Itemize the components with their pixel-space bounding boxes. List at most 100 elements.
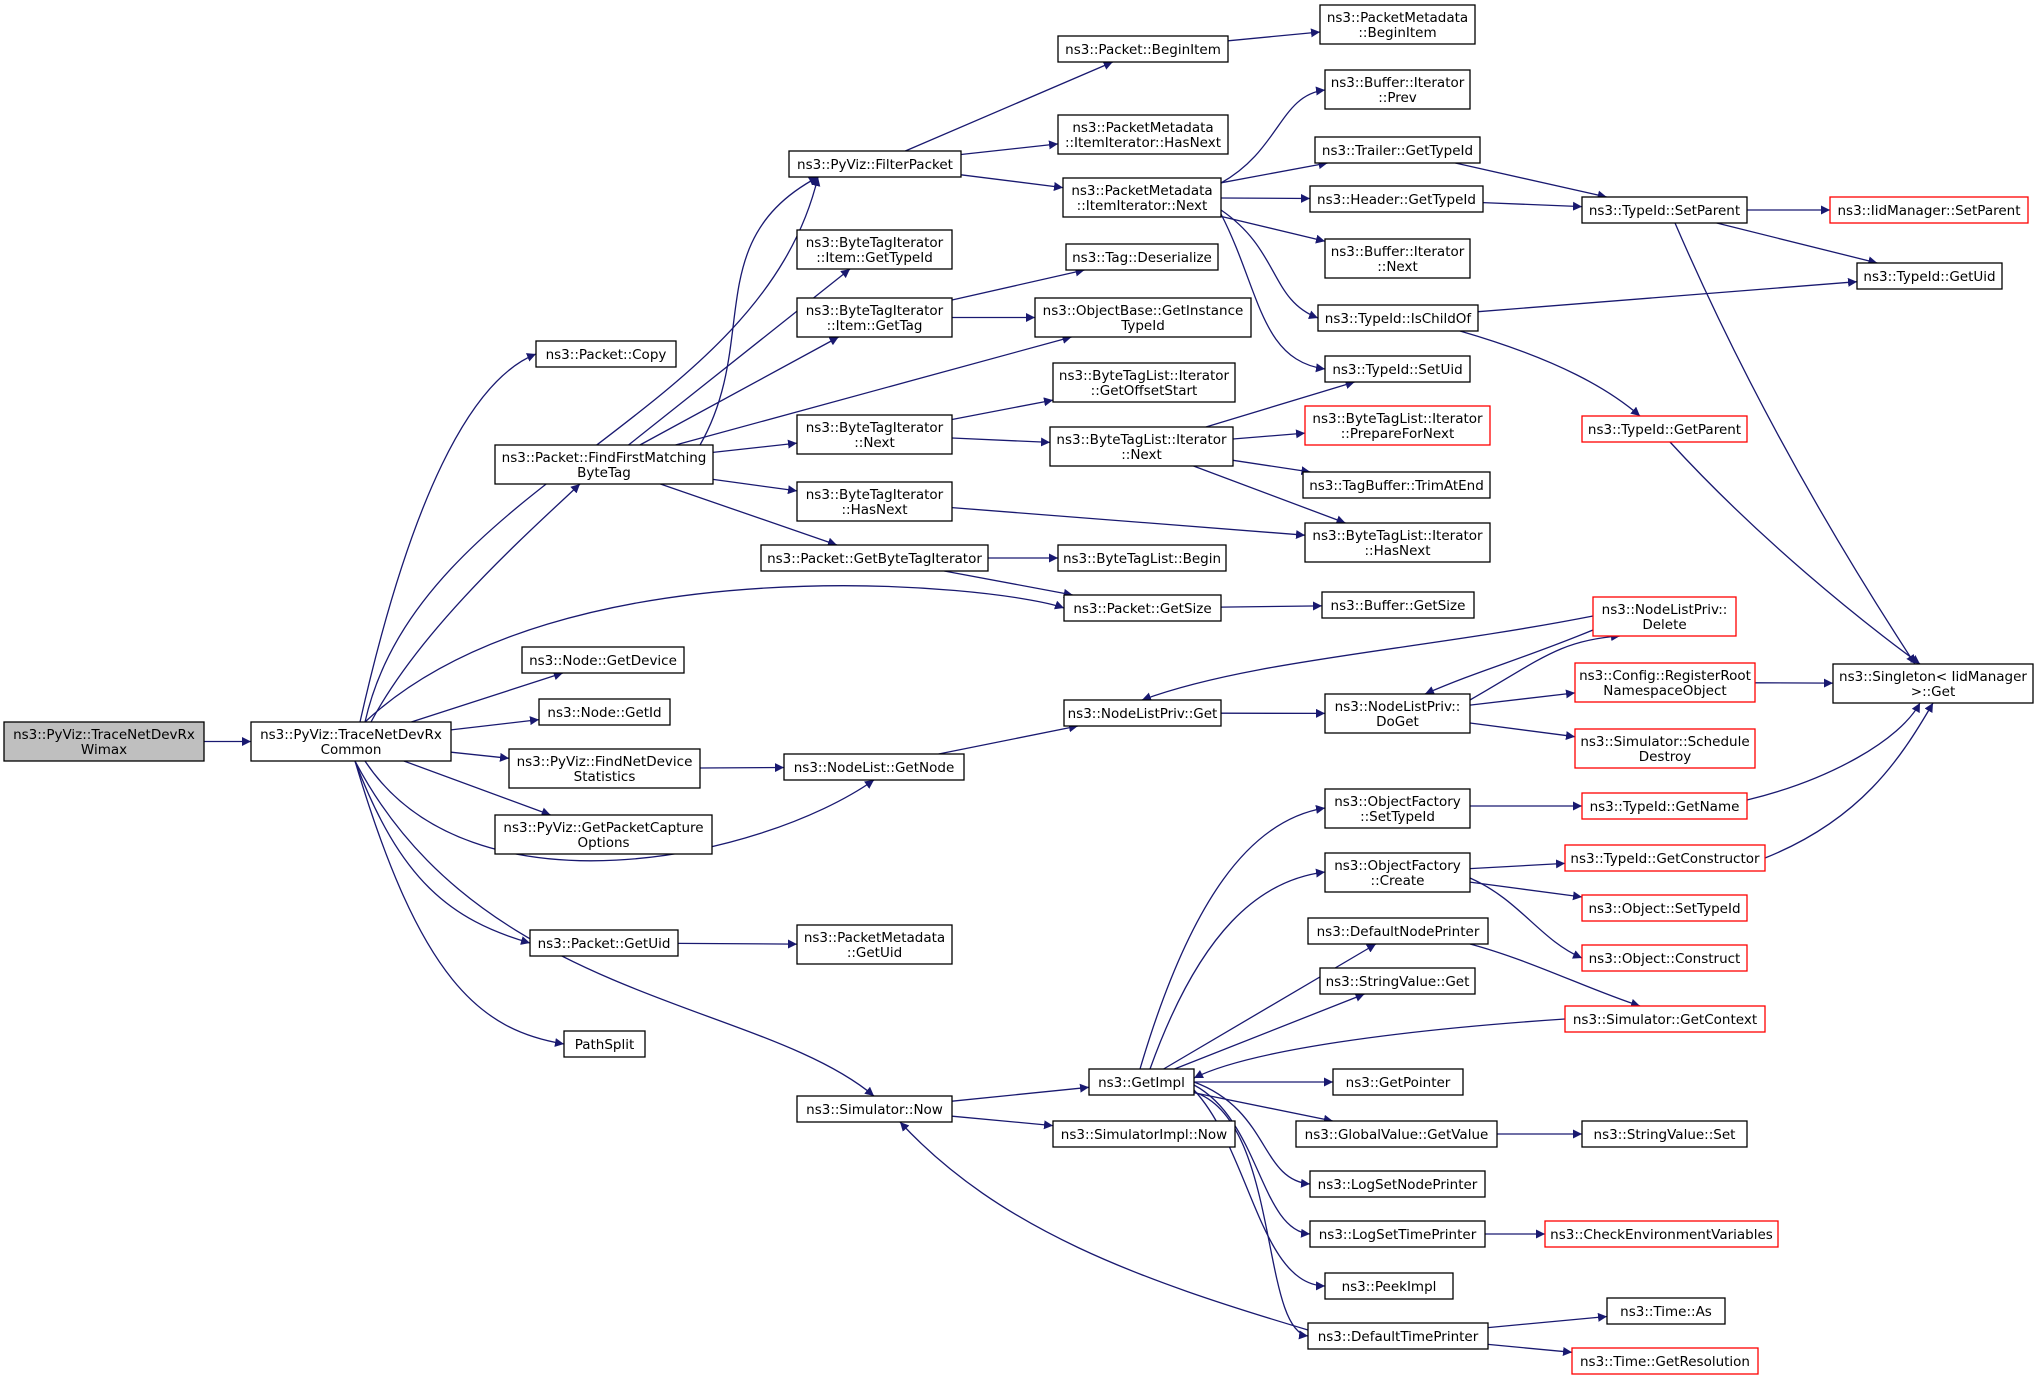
node-box [1304,405,1491,446]
graph-node-btinext[interactable]: ns3::ByteTagIterator::Next [796,414,953,455]
edge-getimpl-to-gvgetvalue [1193,1092,1333,1124]
graph-node-pathsplit[interactable]: PathSplit [563,1030,646,1058]
node-label: ns3::ObjectBase::GetInstance [1043,303,1244,319]
node-label: ns3::ObjectFactory [1334,794,1461,810]
graph-node-logsettime[interactable]: ns3::LogSetTimePrinter [1309,1220,1486,1248]
graph-node-ofsettype[interactable]: ns3::ObjectFactory::SetTypeId [1324,788,1471,829]
graph-node-getparent[interactable]: ns3::TypeId::GetParent [1581,415,1748,443]
graph-node-deftimeprinter[interactable]: ns3::DefaultTimePrinter [1307,1322,1489,1350]
graph-node-getnode[interactable]: ns3::NodeList::GetNode [783,753,965,781]
graph-node-getid[interactable]: ns3::Node::GetId [538,698,671,726]
graph-node-strvalget[interactable]: ns3::StringValue::Get [1319,967,1476,995]
graph-node-tidgetctor[interactable]: ns3::TypeId::GetConstructor [1564,844,1766,872]
node-box [1324,355,1471,383]
node-label: Statistics [574,769,636,785]
graph-node-btigettag[interactable]: ns3::ByteTagIterator::Item::GetTag [796,297,953,338]
node-label: ns3::Object::Construct [1589,951,1741,967]
graph-node-btlbegin[interactable]: ns3::ByteTagList::Begin [1057,544,1227,572]
graph-node-iidsetparent[interactable]: ns3::IidManager::SetParent [1829,196,2029,224]
node-label: ns3::TypeId::IsChildOf [1325,311,1473,327]
graph-node-btlgetoff[interactable]: ns3::ByteTagList::Iterator::GetOffsetSta… [1052,362,1236,403]
graph-node-pmgetuid[interactable]: ns3::PacketMetadata::GetUid [796,924,953,965]
edge-ffm-to-objbase [675,335,1072,446]
edge-setparent-to-getuid [1716,222,1878,266]
graph-node-begitem[interactable]: ns3::Packet::BeginItem [1057,35,1229,63]
edge-common-to-copy [359,353,537,723]
node-box [535,340,677,368]
graph-node-tidgetname[interactable]: ns3::TypeId::GetName [1581,792,1748,820]
graph-node-tagdeser[interactable]: ns3::Tag::Deserialize [1065,243,1219,271]
graph-node-singleton[interactable]: ns3::Singleton< IidManager>::Get [1832,663,2034,704]
graph-node-nlpdelete[interactable]: ns3::NodeListPriv::Delete [1592,596,1737,637]
graph-node-btigettypeid[interactable]: ns3::ByteTagIterator::Item::GetTypeId [796,229,953,270]
node-label: ns3::Simulator::Now [806,1102,943,1118]
node-box [1606,1297,1726,1325]
graph-node-objsettype[interactable]: ns3::Object::SetTypeId [1581,894,1748,922]
edge-tidgetname-to-singleton [1746,702,1921,801]
graph-node-btihasnext[interactable]: ns3::ByteTagIterator::HasNext [796,481,953,522]
graph-node-pgetuid[interactable]: ns3::Packet::GetUid [529,929,679,957]
graph-node-getuid[interactable]: ns3::TypeId::GetUid [1856,262,2003,290]
graph-node-bufnext[interactable]: ns3::Buffer::Iterator::Next [1324,238,1471,279]
graph-node-bufprev[interactable]: ns3::Buffer::Iterator::Prev [1324,69,1471,110]
graph-node-objconstruct[interactable]: ns3::Object::Construct [1581,944,1748,972]
graph-node-btlhasnext[interactable]: ns3::ByteTagList::Iterator::HasNext [1304,522,1491,563]
graph-node-getbti[interactable]: ns3::Packet::GetByteTagIterator [760,544,989,572]
edge-header-to-setparent [1482,201,1583,211]
graph-node-checkenv[interactable]: ns3::CheckEnvironmentVariables [1544,1220,1779,1248]
graph-node-copy[interactable]: ns3::Packet::Copy [535,340,677,368]
graph-node-ofcreate[interactable]: ns3::ObjectFactory::Create [1324,852,1471,893]
graph-node-getsize[interactable]: ns3::Packet::GetSize [1063,594,1222,622]
graph-node-trailer[interactable]: ns3::Trailer::GetTypeId [1314,136,1481,164]
graph-node-defnodeprinter[interactable]: ns3::DefaultNodePrinter [1307,917,1489,945]
graph-node-logsetnode[interactable]: ns3::LogSetNodePrinter [1309,1170,1486,1198]
node-label: ns3::Header::GetTypeId [1317,192,1476,208]
graph-node-header[interactable]: ns3::Header::GetTypeId [1309,185,1484,213]
node-box [1581,1120,1748,1148]
graph-node-pmbeg[interactable]: ns3::PacketMetadata::BeginItem [1319,4,1476,45]
graph-node-pmnext[interactable]: ns3::PacketMetadata::ItemIterator::Next [1062,177,1222,218]
graph-node-strvalset[interactable]: ns3::StringValue::Set [1581,1120,1748,1148]
graph-node-getdevice[interactable]: ns3::Node::GetDevice [521,646,685,674]
graph-node-btlnext[interactable]: ns3::ByteTagList::Iterator::Next [1049,426,1234,467]
edge-common-to-pathsplit [354,760,565,1047]
graph-node-simimplnow[interactable]: ns3::SimulatorImpl::Now [1052,1120,1236,1148]
graph-node-tagbuftrim[interactable]: ns3::TagBuffer::TrimAtEnd [1302,471,1491,499]
edge-simgetctx-to-getimpl [1193,1018,1566,1079]
node-label: TypeId [1120,318,1165,334]
graph-node-ischild[interactable]: ns3::TypeId::IsChildOf [1317,304,1479,332]
graph-node-pmhasnext[interactable]: ns3::PacketMetadata::ItemIterator::HasNe… [1057,114,1229,155]
graph-node-setparent[interactable]: ns3::TypeId::SetParent [1581,196,1748,224]
graph-node-getpointer[interactable]: ns3::GetPointer [1332,1068,1464,1096]
graph-node-timegetres[interactable]: ns3::Time::GetResolution [1571,1347,1759,1375]
graph-node-peekimpl[interactable]: ns3::PeekImpl [1324,1272,1454,1300]
graph-node-btlprep[interactable]: ns3::ByteTagList::Iterator::PrepareForNe… [1304,405,1491,446]
graph-node-gvgetvalue[interactable]: ns3::GlobalValue::GetValue [1295,1120,1498,1148]
graph-node-getimpl[interactable]: ns3::GetImpl [1088,1068,1195,1096]
edge-btinext-to-btlnext [951,437,1051,447]
graph-node-simnow[interactable]: ns3::Simulator::Now [796,1095,953,1123]
node-box [1314,136,1481,164]
node-box [1564,1005,1766,1033]
edge-pmnext-to-trailer [1220,160,1328,184]
node-label: ::ItemIterator::HasNext [1065,135,1221,151]
graph-node-setuid[interactable]: ns3::TypeId::SetUid [1324,355,1471,383]
graph-node-nlpdoget[interactable]: ns3::NodeListPriv::DoGet [1324,693,1471,734]
graph-node-simgetctx[interactable]: ns3::Simulator::GetContext [1564,1005,1766,1033]
graph-node-nlpget[interactable]: ns3::NodeListPriv::Get [1063,699,1222,727]
edge-getimpl-to-ofcreate [1149,868,1326,1070]
edge-nlpdelete-to-nlpget [1141,615,1594,702]
node-label: ns3::StringValue::Set [1594,1127,1736,1143]
graph-node-timeas[interactable]: ns3::Time::As [1606,1297,1726,1325]
graph-node-bufgetsize[interactable]: ns3::Buffer::GetSize [1321,591,1475,619]
graph-node-filter[interactable]: ns3::PyViz::FilterPacket [788,150,962,178]
node-label: ns3::Object::SetTypeId [1588,901,1740,917]
